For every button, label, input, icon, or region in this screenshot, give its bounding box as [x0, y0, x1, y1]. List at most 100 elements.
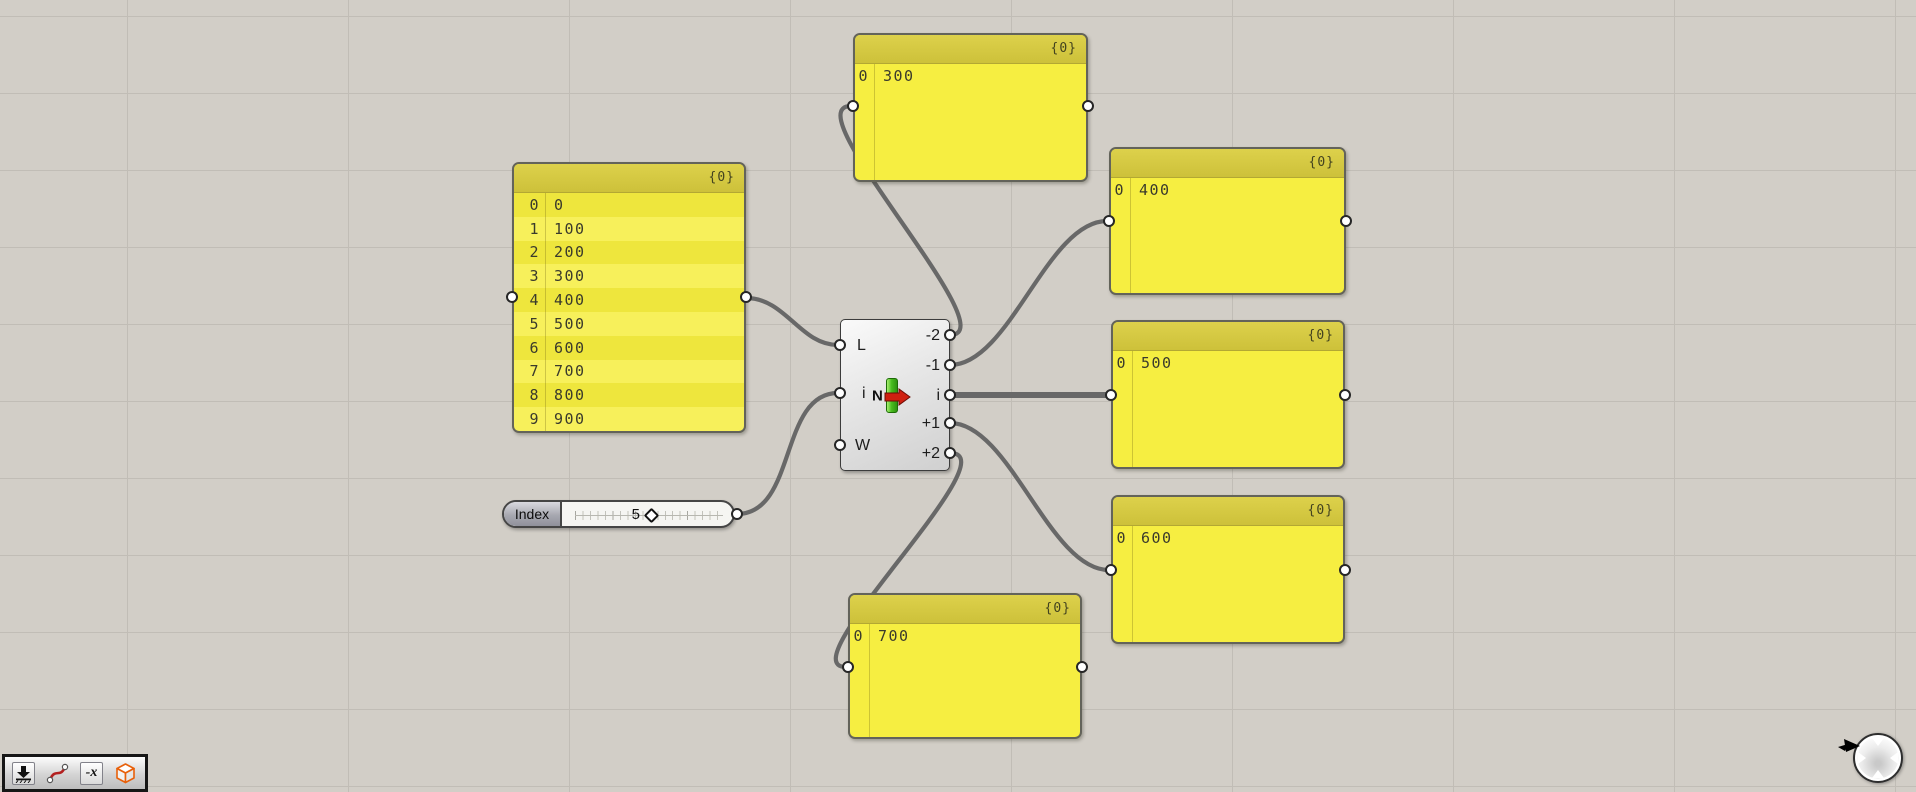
row-value: 200: [554, 243, 586, 262]
grip-panel-500-input[interactable]: [1105, 389, 1117, 401]
slider-value: 5: [631, 506, 640, 523]
grip-panel-700-input[interactable]: [842, 661, 854, 673]
row-value: 500: [1141, 354, 1173, 372]
index-slider[interactable]: Index 5: [502, 500, 735, 528]
grip-component-output-minus2[interactable]: [944, 329, 956, 341]
output-label-i: i: [936, 387, 940, 404]
row-index: 8: [529, 386, 540, 405]
canvas-compass[interactable]: [1853, 733, 1903, 783]
wire-minus2-to-panel300: [838, 103, 963, 338]
wire-listpanel-to-L: [743, 295, 841, 348]
grip-panel-600-input[interactable]: [1105, 564, 1117, 576]
panel-path-badge: {0}: [1307, 503, 1334, 518]
panel-row: 9 900: [514, 407, 744, 431]
list-item-component[interactable]: L i W -2 -1 i +1 +2 N: [840, 319, 950, 471]
row-value: 600: [1141, 529, 1173, 547]
panel-index-separator: [1130, 178, 1131, 293]
row-value: 0: [554, 195, 565, 214]
row-index: 3: [529, 267, 540, 286]
panel-600[interactable]: {0} 0 600: [1111, 495, 1345, 644]
row-index: 2: [529, 243, 540, 262]
input-label-i: i: [862, 385, 866, 402]
row-index: 1: [529, 219, 540, 238]
grip-panel-600-output[interactable]: [1339, 564, 1351, 576]
slider-name-label: Index: [504, 502, 562, 526]
wire-display-icon[interactable]: [46, 762, 69, 785]
cursor-pointer-icon: [1838, 739, 1860, 752]
grip-panel-series-input[interactable]: [506, 291, 518, 303]
row-index: 0: [529, 195, 540, 214]
row-value: 500: [554, 314, 586, 333]
grip-panel-400-input[interactable]: [1103, 215, 1115, 227]
row-value: 300: [554, 267, 586, 286]
grip-slider-output[interactable]: [731, 508, 743, 520]
grip-component-output-plus2[interactable]: [944, 447, 956, 459]
row-index: 0: [853, 627, 864, 645]
panel-row: 0 600: [1113, 526, 1343, 550]
grip-component-input-L[interactable]: [834, 339, 846, 351]
panel-index-separator: [869, 624, 870, 737]
output-label-plus2: +2: [921, 445, 940, 462]
panel-row: 2 200: [514, 240, 744, 265]
output-label-plus1: +1: [921, 415, 940, 432]
grip-panel-300-input[interactable]: [847, 100, 859, 112]
panel-index-separator: [1132, 526, 1133, 642]
output-label-minus1: -1: [925, 357, 940, 374]
expression-label: -x: [85, 765, 98, 780]
grip-component-output-minus1[interactable]: [944, 359, 956, 371]
row-index: 0: [1116, 529, 1127, 547]
grip-component-output-plus1[interactable]: [944, 417, 956, 429]
panel-500[interactable]: {0} 0 500: [1111, 320, 1345, 469]
row-value: 800: [554, 386, 586, 405]
row-index: 0: [1116, 354, 1127, 372]
grip-panel-700-output[interactable]: [1076, 661, 1088, 673]
row-value: 900: [554, 410, 586, 429]
wire-minus1-to-panel400: [947, 218, 1110, 368]
panel-row: 0 500: [1113, 351, 1343, 375]
panel-row: 8 800: [514, 383, 744, 408]
grip-component-output-i[interactable]: [944, 389, 956, 401]
grip-panel-500-output[interactable]: [1339, 389, 1351, 401]
panel-path-badge: {0}: [1308, 155, 1335, 170]
input-label-L: L: [857, 337, 866, 354]
canvas-widget-toolbar: -x: [2, 754, 148, 792]
row-index: 7: [529, 362, 540, 381]
row-value: 400: [554, 291, 586, 310]
compass-arrow-west: [1858, 752, 1866, 764]
row-index: 0: [858, 67, 869, 85]
row-index: 0: [1114, 181, 1125, 199]
grip-panel-300-output[interactable]: [1082, 100, 1094, 112]
output-label-minus2: -2: [925, 327, 940, 344]
panel-row: 3 300: [514, 264, 744, 289]
compass-arrow-east: [1890, 752, 1898, 764]
panel-index-separator: [545, 193, 546, 431]
panel-path-badge: {0}: [1307, 328, 1334, 343]
grip-component-input-W[interactable]: [834, 439, 846, 451]
row-value: 100: [554, 219, 586, 238]
expression-icon[interactable]: -x: [80, 761, 103, 785]
grip-component-input-i[interactable]: [834, 387, 846, 399]
list-item-arrow-icon: [884, 388, 911, 406]
preview-cube-icon[interactable]: [114, 762, 137, 785]
wire-slider-to-i: [734, 390, 841, 517]
panel-path-badge: {0}: [708, 170, 735, 185]
panel-path-badge: {0}: [1044, 601, 1071, 616]
compass-arrow-north: [1872, 738, 1884, 746]
row-value: 600: [554, 338, 586, 357]
grip-panel-400-output[interactable]: [1340, 215, 1352, 227]
component-nickname: N: [872, 387, 883, 405]
grip-panel-series-output[interactable]: [740, 291, 752, 303]
drop-target-icon[interactable]: [12, 761, 35, 785]
row-index: 9: [529, 410, 540, 429]
